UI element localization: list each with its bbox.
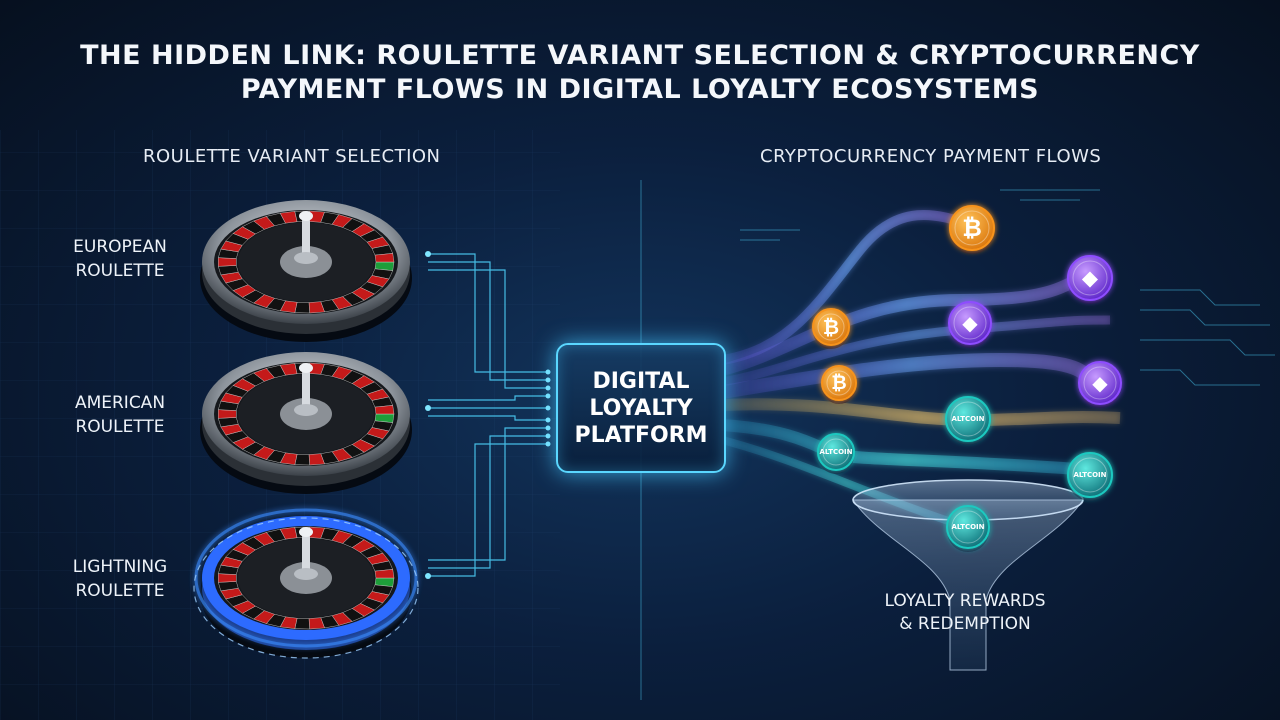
svg-text:₿: ₿ <box>823 315 839 339</box>
loyalty-rewards-label: LOYALTY REWARDS & REDEMPTION <box>860 590 1070 636</box>
roulette-section-heading: ROULETTE VARIANT SELECTION <box>143 146 441 167</box>
lightning-roulette-label-line2: ROULETTE <box>75 581 165 601</box>
lightning-roulette-label-line1: LIGHTNING <box>72 557 168 577</box>
european-roulette-label-line2: ROULETTE <box>75 261 165 281</box>
roulette-wheels <box>193 200 419 659</box>
svg-text:₿: ₿ <box>962 214 982 242</box>
altcoin-coin-icon: ALTCOIN <box>817 433 855 474</box>
connector-dots <box>425 251 551 579</box>
lightning-roulette-wheel <box>193 508 419 659</box>
bitcoin-coin-icon: ₿ <box>821 365 857 404</box>
american-roulette-label-line1: AMERICAN <box>74 393 166 413</box>
title-line-1: THE HIDDEN LINK: ROULETTE VARIANT SELECT… <box>80 40 1200 71</box>
svg-text:ALTCOIN: ALTCOIN <box>951 523 984 531</box>
rewards-line1: LOYALTY REWARDS <box>884 591 1046 611</box>
bitcoin-coin-icon: ₿ <box>812 308 850 349</box>
decorative-data-lines <box>740 189 1275 386</box>
american-roulette-wheel <box>200 352 412 494</box>
altcoin-coin-icon: ALTCOIN <box>945 396 991 445</box>
ethereum-coin-icon: ◆ <box>1067 255 1113 304</box>
crypto-section-heading: CRYPTOCURRENCY PAYMENT FLOWS <box>760 146 1102 167</box>
american-roulette-label: AMERICAN ROULETTE <box>50 391 190 439</box>
european-roulette-wheel <box>200 200 412 342</box>
platform-line1: DIGITAL <box>592 368 690 394</box>
american-roulette-label-line2: ROULETTE <box>75 417 165 437</box>
svg-text:◆: ◆ <box>962 311 978 335</box>
bitcoin-coin-icon: ₿ <box>949 205 995 254</box>
svg-text:ALTCOIN: ALTCOIN <box>1073 471 1106 479</box>
svg-text:◆: ◆ <box>1092 371 1108 395</box>
lightning-roulette-label: LIGHTNING ROULETTE <box>50 555 190 603</box>
svg-text:◆: ◆ <box>1082 266 1099 290</box>
connector-lines <box>428 253 548 577</box>
svg-text:ALTCOIN: ALTCOIN <box>819 448 852 456</box>
altcoin-coin-icon: ALTCOIN <box>1067 452 1113 501</box>
platform-line3: PLATFORM <box>574 422 708 448</box>
digital-loyalty-platform-box: DIGITAL LOYALTY PLATFORM <box>556 343 726 473</box>
ethereum-coin-icon: ◆ <box>1078 361 1122 408</box>
european-roulette-label: EUROPEAN ROULETTE <box>50 235 190 283</box>
platform-line2: LOYALTY <box>589 395 693 421</box>
european-roulette-label-line1: EUROPEAN <box>73 237 167 257</box>
crypto-coins: ₿ ₿ ₿ ◆ ◆ ◆ ALTCOIN ALTCOIN ALTCOIN ALTCOIN <box>812 205 1122 552</box>
svg-text:₿: ₿ <box>831 372 846 394</box>
ethereum-coin-icon: ◆ <box>948 301 992 348</box>
rewards-line2: & REDEMPTION <box>899 614 1031 634</box>
svg-text:ALTCOIN: ALTCOIN <box>951 415 984 423</box>
title-line-2: PAYMENT FLOWS IN DIGITAL LOYALTY ECOSYST… <box>240 74 1040 105</box>
altcoin-coin-icon: ALTCOIN <box>946 505 990 552</box>
